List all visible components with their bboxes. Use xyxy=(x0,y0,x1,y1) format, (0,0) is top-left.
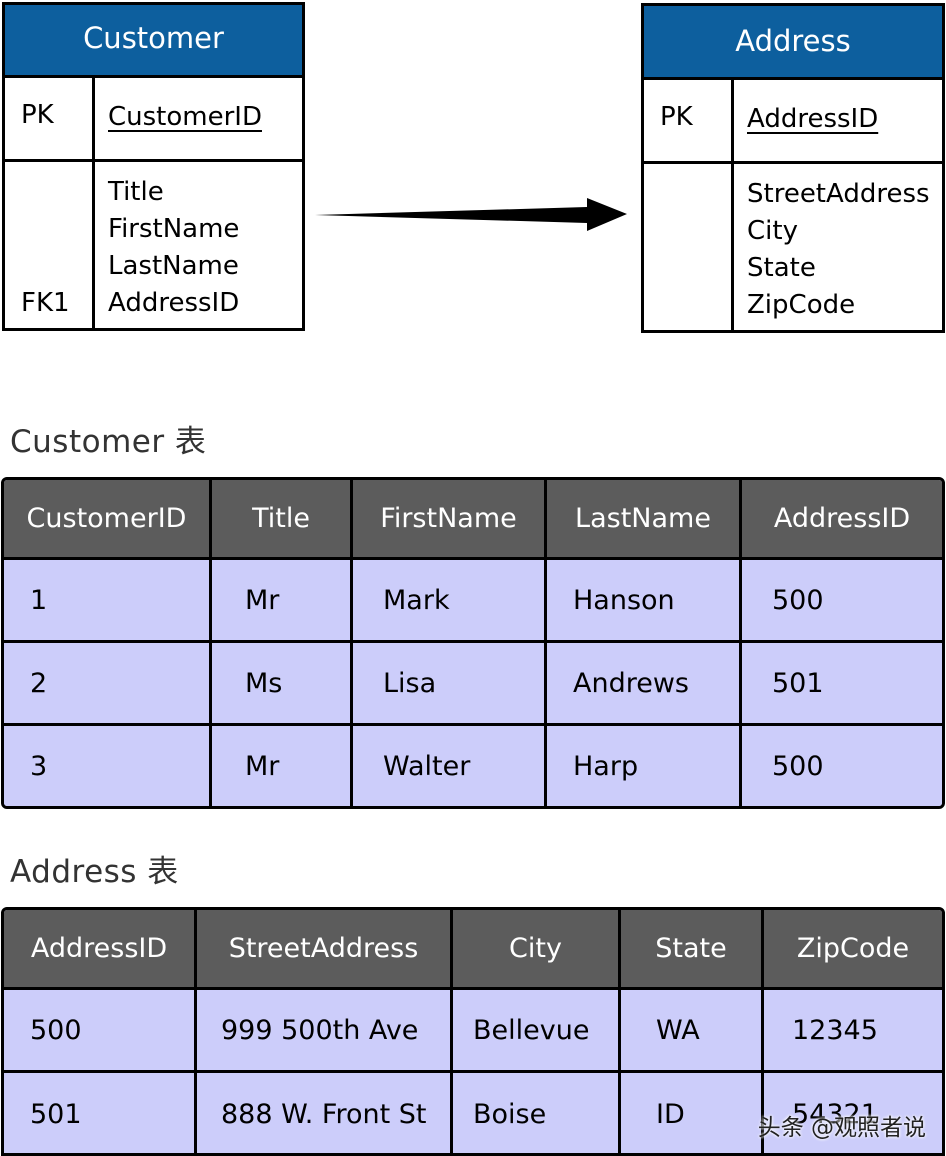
table-cell: 501 xyxy=(4,1073,197,1153)
pk-label: PK xyxy=(660,102,693,132)
customer-pk-row: PK CustomerID xyxy=(5,78,302,162)
pk-label: PK xyxy=(21,100,54,130)
address-entity: Address PK AddressID StreetAddress City … xyxy=(641,3,945,333)
table-cell: 2 xyxy=(4,643,212,723)
field-zipcode: ZipCode xyxy=(747,290,856,320)
address-entity-title: Address xyxy=(644,6,942,80)
column-header: CustomerID xyxy=(4,480,212,557)
table-header-row: CustomerID Title FirstName LastName Addr… xyxy=(4,480,942,560)
column-header: StreetAddress xyxy=(197,910,453,987)
customer-table: CustomerID Title FirstName LastName Addr… xyxy=(1,477,945,809)
table-cell: 888 W. Front St xyxy=(197,1073,453,1153)
table-cell: 501 xyxy=(772,667,824,699)
table-row: 2 Ms Lisa Andrews 501 xyxy=(4,643,942,726)
field-title: Title xyxy=(108,177,164,207)
fk-label: FK1 xyxy=(21,288,70,318)
table-cell: Andrews xyxy=(547,643,742,723)
address-table-caption: Address 表 xyxy=(10,854,179,890)
table-cell: 999 500th Ave xyxy=(197,990,453,1070)
field-city: City xyxy=(747,216,798,246)
table-cell: Boise xyxy=(453,1073,621,1153)
table-cell: 500 xyxy=(772,584,824,616)
table-row: 3 Mr Walter Harp 500 xyxy=(4,726,942,806)
table-cell: WA xyxy=(621,990,764,1070)
arrow-head xyxy=(587,198,627,231)
table-cell: Ms xyxy=(212,643,353,723)
table-cell: Walter xyxy=(353,726,547,806)
table-cell: Harp xyxy=(547,726,742,806)
field-state: State xyxy=(747,253,816,283)
watermark: 头条 @观照者说 xyxy=(757,1115,926,1141)
table-row: 501 888 W. Front St Boise ID 54321 xyxy=(4,1073,942,1153)
table-cell: Lisa xyxy=(353,643,547,723)
address-fields-row: StreetAddress City State ZipCode xyxy=(644,164,942,330)
column-header: ZipCode xyxy=(796,933,910,964)
customer-pk-field: CustomerID xyxy=(108,102,262,132)
table-cell: Hanson xyxy=(547,560,742,640)
table-cell: Mark xyxy=(353,560,547,640)
table-cell: 54321 xyxy=(792,1099,878,1130)
relationship-arrow xyxy=(315,198,627,231)
table-row: 500 999 500th Ave Bellevue WA 12345 xyxy=(4,990,942,1073)
field-streetaddress: StreetAddress xyxy=(747,179,930,209)
address-pk-field: AddressID xyxy=(747,104,879,134)
column-header: LastName xyxy=(547,480,742,557)
field-lastname: LastName xyxy=(108,251,239,281)
customer-entity-title: Customer xyxy=(5,5,302,78)
arrow-shaft xyxy=(315,207,587,223)
column-header: AddressID xyxy=(773,503,911,534)
column-header: State xyxy=(621,910,764,987)
table-cell: 3 xyxy=(4,726,212,806)
column-header: FirstName xyxy=(353,480,547,557)
customer-table-caption: Customer 表 xyxy=(10,424,207,460)
column-header: AddressID xyxy=(4,910,197,987)
table-row: 1 Mr Mark Hanson 500 xyxy=(4,560,942,643)
address-pk-row: PK AddressID xyxy=(644,80,942,164)
table-cell: Mr xyxy=(212,726,353,806)
field-firstname: FirstName xyxy=(108,214,240,244)
table-cell: ID xyxy=(621,1073,764,1153)
table-cell: Bellevue xyxy=(453,990,621,1070)
address-table: AddressID StreetAddress City State ZipCo… xyxy=(1,907,945,1156)
table-cell: 1 xyxy=(4,560,212,640)
table-cell: Mr xyxy=(212,560,353,640)
table-header-row: AddressID StreetAddress City State ZipCo… xyxy=(4,910,942,990)
customer-fields-row: Title FirstName LastName FK1 AddressID xyxy=(5,162,302,328)
field-addressid: AddressID xyxy=(108,288,240,318)
customer-entity: Customer PK CustomerID Title FirstName L… xyxy=(2,2,305,331)
table-cell: 500 xyxy=(4,990,197,1070)
table-cell: 500 xyxy=(772,750,824,782)
column-header: Title xyxy=(212,480,353,557)
table-cell: 12345 xyxy=(792,1014,878,1046)
column-header: City xyxy=(453,910,621,987)
